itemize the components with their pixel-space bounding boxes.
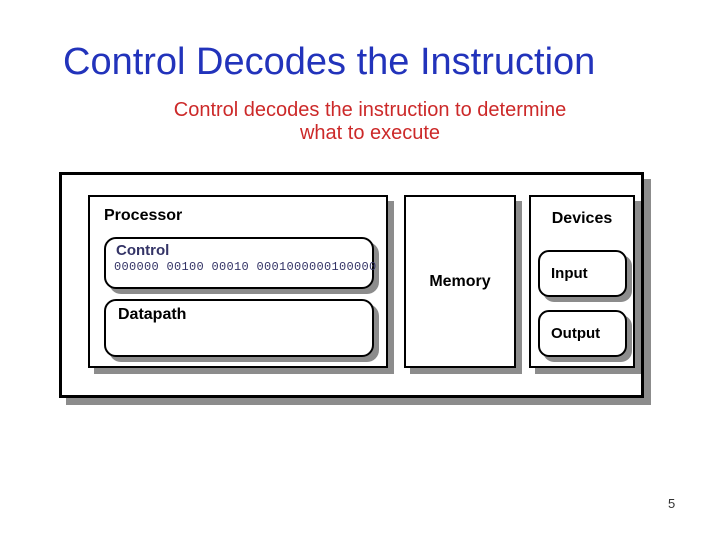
processor-label: Processor bbox=[104, 207, 183, 224]
subtitle-line-1: Control decodes the instruction to deter… bbox=[173, 99, 567, 121]
control-label: Control bbox=[116, 242, 170, 259]
page-number: 5 bbox=[668, 496, 676, 511]
output-label: Output bbox=[551, 325, 601, 342]
devices-box: Devices Input Output bbox=[529, 195, 635, 368]
input-label: Input bbox=[551, 265, 588, 282]
processor-box: Processor Control 000000 00100 00010 000… bbox=[88, 195, 388, 368]
input-box: Input bbox=[538, 250, 627, 297]
output-box: Output bbox=[538, 310, 627, 357]
instruction-bits: 000000 00100 00010 0001000000100000 bbox=[114, 260, 377, 274]
datapath-label: Datapath bbox=[118, 306, 187, 323]
control-box: Control 000000 00100 00010 0001000000100… bbox=[104, 237, 377, 289]
slide-title: Control Decodes the Instruction bbox=[63, 41, 596, 83]
devices-label: Devices bbox=[551, 210, 613, 227]
datapath-box: Datapath bbox=[104, 299, 374, 357]
memory-label: Memory bbox=[429, 272, 491, 290]
slide-subtitle: Control decodes the instruction to deter… bbox=[70, 99, 670, 145]
subtitle-line-2: what to execute bbox=[299, 122, 441, 144]
memory-box: Memory bbox=[404, 195, 516, 368]
system-diagram-frame: Processor Control 000000 00100 00010 000… bbox=[59, 172, 644, 398]
